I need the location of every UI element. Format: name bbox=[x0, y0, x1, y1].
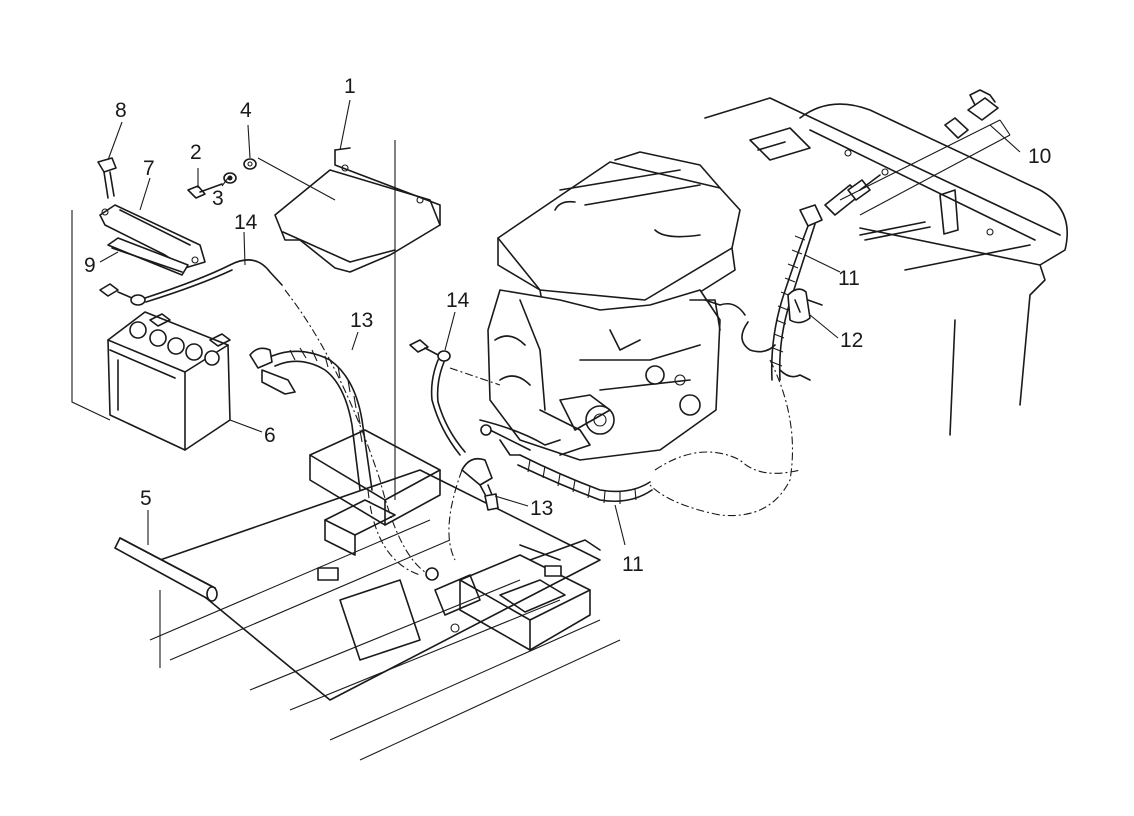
callout-14-right: 14 bbox=[446, 289, 470, 312]
engine bbox=[487, 151, 741, 461]
ground-cable-part-14 bbox=[409, 339, 501, 456]
sensor-part-12 bbox=[787, 288, 823, 324]
battery-cable-part-14 bbox=[99, 259, 439, 581]
switch-part-10 bbox=[824, 89, 1011, 216]
callout-6: 6 bbox=[264, 424, 276, 447]
callout-14-left: 14 bbox=[234, 211, 258, 234]
callout-3: 3 bbox=[212, 187, 224, 210]
leader-lines bbox=[99, 99, 1021, 546]
pad-part-9 bbox=[107, 237, 189, 276]
starter-cable-part-13 bbox=[249, 347, 421, 576]
wire-harness-part-11 bbox=[479, 359, 801, 517]
callout-11-lower: 11 bbox=[622, 553, 644, 576]
washer-part-4 bbox=[243, 158, 257, 170]
callout-10: 10 bbox=[1028, 145, 1052, 168]
callout-2: 2 bbox=[190, 141, 202, 164]
cover-plate-part-1 bbox=[257, 140, 441, 500]
bolt-part-8 bbox=[97, 157, 117, 199]
callout-13-upper: 13 bbox=[350, 309, 374, 332]
battery-holder-part-7 bbox=[99, 204, 206, 269]
callout-5: 5 bbox=[140, 487, 152, 510]
callout-7: 7 bbox=[143, 157, 155, 180]
bolt-part-2 bbox=[187, 183, 223, 199]
rear-body-panel bbox=[704, 97, 1069, 436]
tube-part-5 bbox=[114, 537, 218, 668]
callout-1: 1 bbox=[344, 75, 356, 98]
callout-13-lower: 13 bbox=[530, 497, 554, 520]
callout-12: 12 bbox=[840, 329, 864, 352]
callout-4: 4 bbox=[240, 99, 252, 122]
callout-8: 8 bbox=[115, 99, 127, 122]
battery-part-6 bbox=[71, 210, 231, 451]
callout-9: 9 bbox=[84, 254, 96, 277]
lock-washer-part-3 bbox=[223, 172, 237, 184]
starter-cable-part-13-lower bbox=[448, 457, 499, 561]
frame-chassis bbox=[149, 429, 621, 761]
callout-11-upper: 11 bbox=[838, 267, 860, 290]
